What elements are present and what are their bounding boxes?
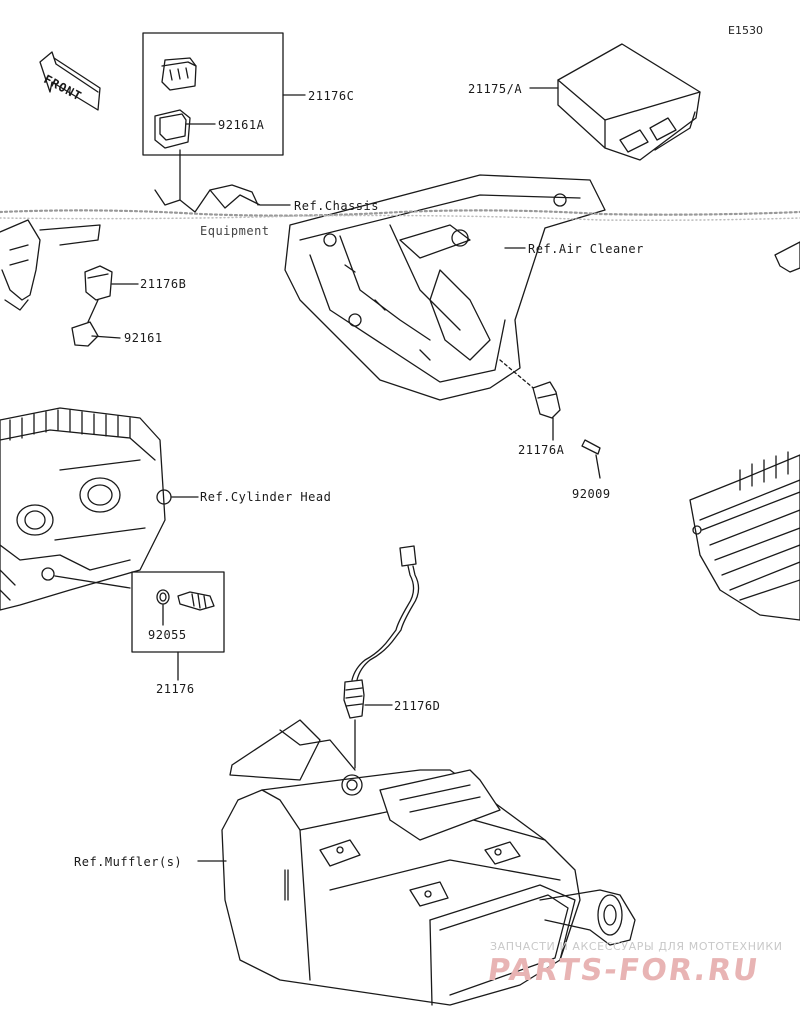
sensor-21176b [84,265,113,301]
watermark-tagline: ЗАПЧАСТИ И АКСЕССУАРЫ ДЛЯ МОТОТЕХНИКИ [490,940,783,953]
label-ref-mufflers: Ref.Muffler(s) [74,855,183,869]
air-cleaner-housing [284,174,606,401]
label-21176c: 21176C [308,89,355,103]
connector-21176c [161,57,197,91]
screw-92009 [581,439,601,479]
grommet-92161a [154,109,216,149]
label-21175a: 21175/A [468,82,523,96]
muffler [221,719,636,1006]
label-21176d: 21176D [394,699,441,713]
ecu-21175a [557,43,701,161]
label-21176a: 21176A [518,443,565,457]
label-92055: 92055 [148,628,187,642]
label-ref-cylinder-head: Ref.Cylinder Head [200,490,332,504]
diagram-code: E1530 [728,24,763,37]
label-21176b: 21176B [140,277,187,291]
sensor-21176d [343,545,420,719]
sensor-21176a [532,381,561,419]
washer-92055 [156,589,170,605]
label-ref-air-cleaner: Ref.Air Cleaner [528,242,644,256]
label-92161a: 92161A [218,118,265,132]
label-equipment: Equipment [200,224,270,238]
bracket-box-21176c [142,32,284,156]
cylinder-head-right [689,451,800,621]
sensor-21176 [177,591,215,611]
front-arrow-icon [39,51,101,111]
label-21176: 21176 [156,682,195,696]
cylinder-head-left [0,407,172,611]
label-92009: 92009 [572,487,611,501]
bolt-92161 [71,321,121,347]
label-ref-chassis: Ref.Chassis [294,199,379,213]
label-92161: 92161 [124,331,163,345]
watermark-brand: PARTS-FOR.RU [485,953,762,988]
